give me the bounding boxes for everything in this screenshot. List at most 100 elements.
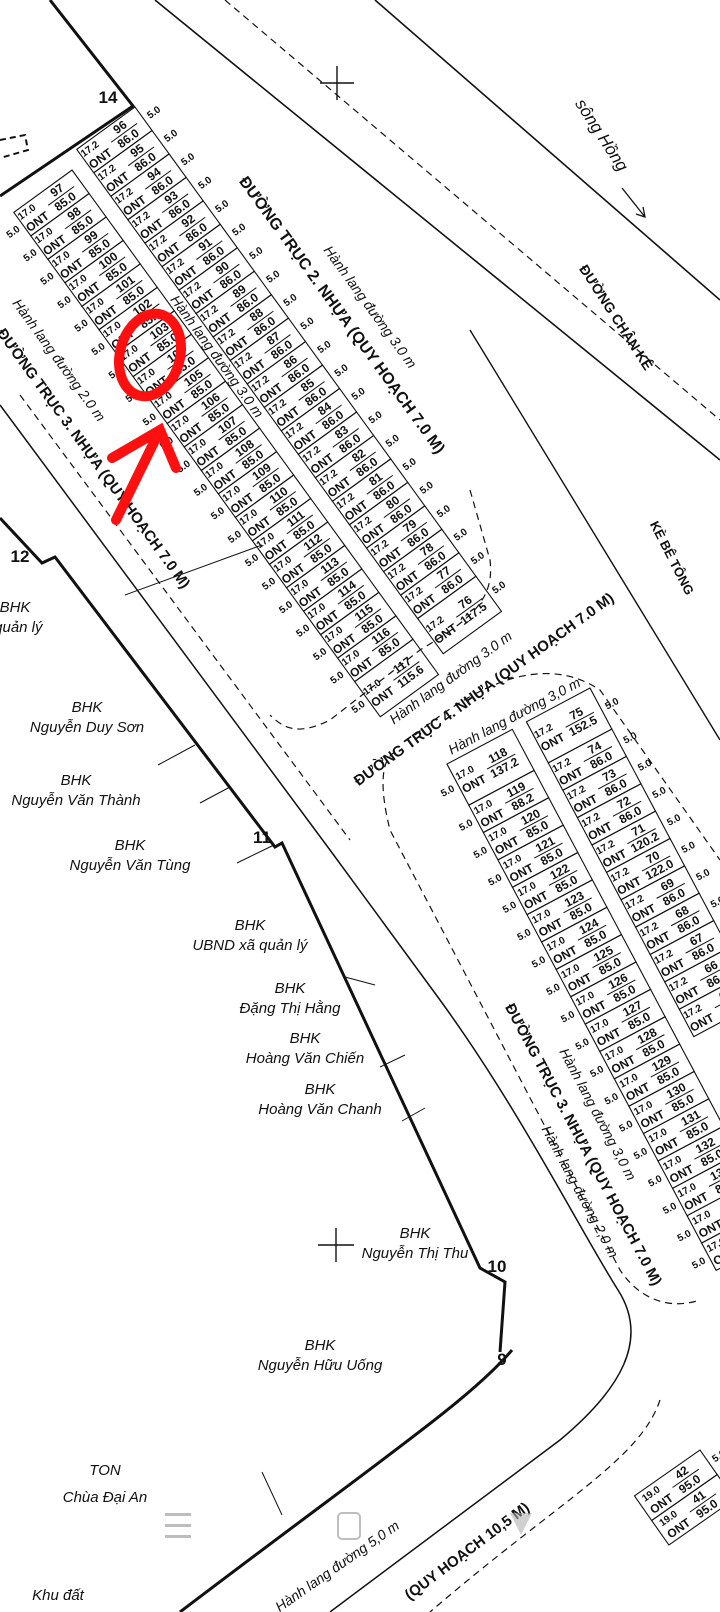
fraction-bar [281,357,308,378]
plot-frontage: 5.0 [530,954,548,970]
plot-id: 66 [702,957,720,976]
plot-frontage: 5.0 [328,669,346,686]
square-icon[interactable] [337,1512,361,1540]
tick-line [401,1107,426,1122]
plot-block-a: 17.2ONT9686.05.017.2ONT9586.05.017.2ONT9… [0,104,617,789]
parcel-owner-label: Đặng Thị Hằng [240,1000,342,1017]
plot-frontage: 5.0 [487,872,505,888]
plot-frontage: 5.0 [418,479,436,496]
plot-frontage: 5.0 [294,622,312,639]
fraction-bar [247,310,274,331]
corridor-dashed-line [429,1399,661,1612]
plot-id: 72 [615,793,634,812]
plot-frontage: 5.0 [260,576,278,593]
parcel-type-label: BHK [235,917,267,934]
fraction-bar [434,568,462,589]
red-annotation [107,308,186,525]
tick-line [199,786,231,804]
plot-frontage: 5.0 [545,982,563,998]
parcel-owner-label: Nguyễn Thị Thu [362,1245,469,1262]
hamburger-icon[interactable] [165,1508,191,1538]
fraction-bar [303,538,331,558]
fraction-bar [371,631,399,652]
plot-frontage: 5.0 [647,1173,665,1189]
road-edge-line [0,404,632,1612]
fraction-bar [235,444,262,464]
plot-block-b: 17.2ONT75152.55.017.2ONT7486.05.017.2ONT… [439,674,720,1289]
plot-frontage: 5.0 [248,245,266,262]
plot-id: 75 [567,704,586,723]
plot-frontage: 5.0 [5,224,23,241]
fraction-bar [670,910,700,927]
plot-frontage: 5.0 [277,599,295,616]
fraction-bar [486,753,516,770]
fraction-bar [694,1143,720,1160]
fraction-bar [269,491,296,511]
plot-frontage: 5.0 [651,785,669,801]
fraction-bar [417,545,445,565]
plot-frontage: 5.0 [559,1009,577,1025]
fraction-bar [519,815,549,832]
plot-frontage: 5.0 [588,1064,606,1080]
fraction-bar [627,828,656,845]
embankment-line [374,0,720,301]
parcel-owner-label: Nguyễn Văn Thành [11,792,140,809]
fraction-bar [252,467,279,488]
river-label: sông Hồng [571,95,632,175]
plot-frontage: 5.0 [299,315,317,332]
plot-id: 67 [687,930,706,949]
fraction-bar [201,397,228,417]
plot-frontage: 5.0 [145,104,163,121]
plot-frontage: 5.0 [73,317,91,334]
triangle-back-icon[interactable] [510,1513,532,1535]
plot-id: 73 [600,766,619,785]
fraction-bar [504,787,534,804]
landmark-number: 10 [488,1257,507,1276]
plot-frontage: 5.0 [710,1448,720,1465]
plot-frontage: 5.0 [490,579,508,596]
plot-frontage: 5.0 [226,529,244,546]
land-use-code: ONT [711,1244,720,1269]
plot-frontage: 5.0 [636,757,654,773]
plot-outline [416,575,503,655]
plot-outline [700,1207,720,1272]
plot-frontage: 5.0 [439,783,457,799]
fraction-bar [144,169,172,190]
parcel-owner-label: Hoàng Văn Chanh [258,1101,381,1118]
landmark-number: 11 [253,828,271,847]
fraction-bar [672,1468,700,1488]
plot-id: 74 [585,738,604,757]
plot-frontage: 5.0 [367,409,385,426]
fraction-bar [218,420,245,441]
parcel-owner-label: UBND xã quản lý [192,937,309,954]
plot-frontage: 5.0 [401,456,419,473]
plot-frontage: 5.0 [472,845,490,861]
plot-frontage: 5.0 [56,294,74,311]
plot-frontage: 5.0 [39,271,57,288]
dashed-parcel [0,133,30,159]
plot-frontage: 5.0 [243,552,261,569]
parcel-boundary-curve [179,1349,514,1612]
tick-line [157,744,196,766]
plot-frontage: 5.0 [603,1091,621,1107]
fraction-bar [563,897,592,914]
plot-frontage: 5.0 [141,411,159,428]
tick-line [236,844,275,864]
parcel-type-label: BHK [290,1030,322,1047]
khu-dat-label: Khu đất [32,1587,85,1604]
plot-frontage: 5.0 [469,550,487,567]
parcel-type-label: BHK [0,599,31,616]
fraction-bar [612,800,642,817]
plot-area: 85.0 [713,1173,720,1196]
fraction-bar [127,146,155,167]
fraction-bar [400,521,428,542]
plot-frontage: 5.0 [501,900,519,916]
fraction-bar [179,216,206,237]
